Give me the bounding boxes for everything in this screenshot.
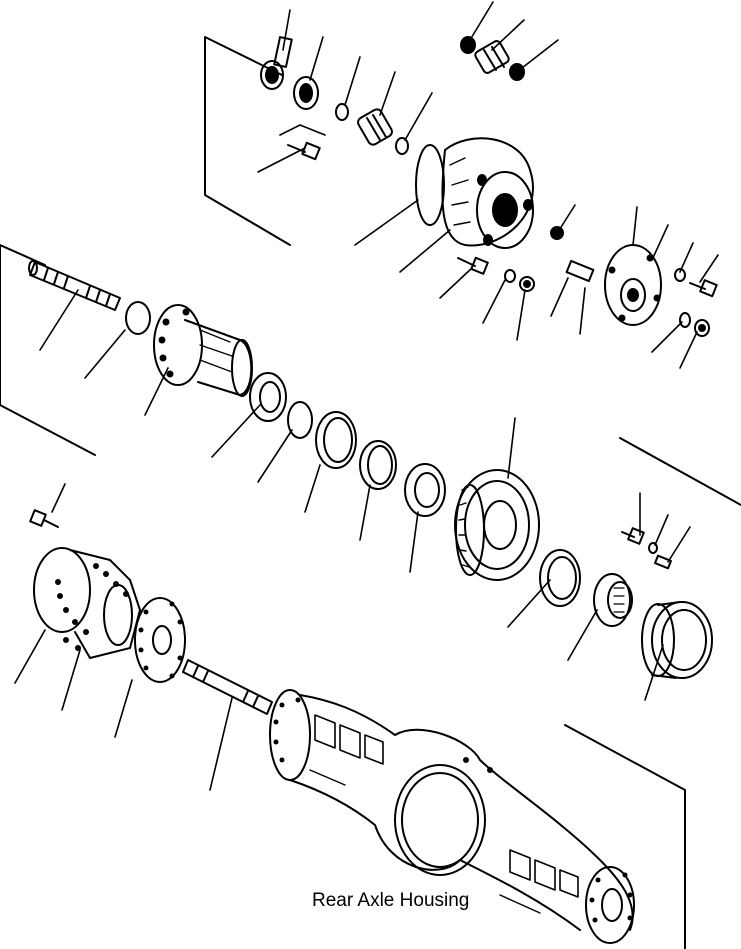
side-gear-flange — [134, 597, 186, 683]
spacer-ring — [359, 440, 397, 490]
o-ring-right — [679, 312, 691, 328]
hub-flange — [153, 304, 253, 397]
thrust-washer-top — [293, 76, 319, 110]
cover-bolt — [689, 279, 718, 298]
drain-plug — [519, 276, 535, 292]
group-bracket-lines — [0, 36, 741, 949]
cover-plate — [604, 244, 662, 326]
planet-carrier — [415, 137, 534, 249]
bearing-cone-1 — [249, 372, 287, 422]
lock-plate — [593, 573, 633, 627]
lock-washer — [648, 542, 658, 554]
differential-case — [33, 547, 141, 659]
snap-ring-shaft — [125, 301, 151, 335]
planet-roller-top — [474, 40, 510, 74]
bearing-cup-right — [539, 549, 581, 607]
ring-gear — [454, 469, 540, 581]
leader-lines — [14, 1, 719, 791]
bearing-small-top-left — [260, 60, 284, 90]
small-washer-right — [674, 268, 686, 282]
snap-ring-small-1 — [335, 103, 349, 121]
planet-nut-1 — [460, 36, 476, 54]
needle-bearing-top — [357, 108, 393, 146]
seal-ring — [315, 411, 357, 469]
o-ring-small — [504, 269, 516, 283]
carrier-bolt — [457, 256, 489, 275]
planet-nut-2 — [509, 63, 525, 81]
pin-dowel — [565, 259, 595, 283]
bolt-top-left — [287, 141, 321, 161]
snap-ring-small-2 — [395, 137, 409, 155]
axle-housing — [269, 689, 635, 944]
housing-bolt — [29, 509, 59, 528]
spring-pin — [654, 554, 672, 570]
plug-nut — [550, 226, 564, 240]
axle-shaft-lower — [182, 659, 273, 715]
nut-right — [694, 319, 710, 337]
bearing-cone-2 — [404, 463, 446, 517]
diagram-caption: Rear Axle Housing — [312, 890, 470, 911]
lock-bolt — [621, 527, 645, 545]
snap-ring-2 — [287, 401, 313, 439]
sun-shaft-upper — [28, 260, 121, 311]
bearing-cup-large — [641, 601, 713, 679]
